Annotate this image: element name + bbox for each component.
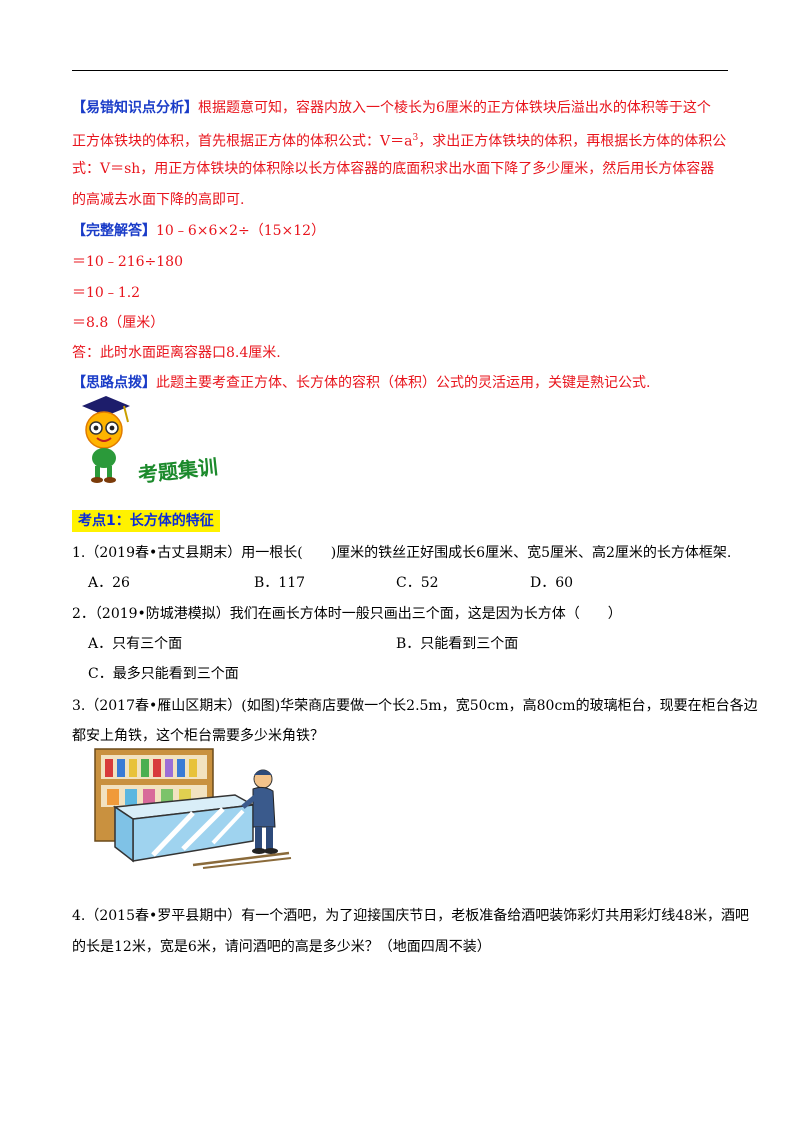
q2-option-a: A．只有三个面 bbox=[88, 636, 183, 652]
analysis-line-1: 【易错知识点分析】根据题意可知，容器内放入一个棱长为6厘米的正方体铁块后溢出水的… bbox=[72, 100, 711, 116]
analysis-line-3: 式：V＝sh，用正方体铁块的体积除以长方体容器的底面积求出水面下降了多少厘米，然… bbox=[72, 161, 715, 177]
q1-option-b: B．117 bbox=[254, 575, 306, 591]
section-title: 考点1：长方体的特征 bbox=[72, 510, 220, 532]
analysis-line-4: 的高减去水面下降的高即可. bbox=[72, 192, 245, 208]
solution-answer: 答：此时水面距离容器口8.4厘米. bbox=[72, 345, 281, 361]
solution-step-2: ＝10﹣216÷180 bbox=[72, 254, 183, 270]
hint-line: 【思路点拨】此题主要考查正方体、长方体的容积（体积）公式的灵活运用，关键是熟记公… bbox=[72, 375, 651, 391]
q1-option-a: A．26 bbox=[88, 575, 130, 591]
header-rule bbox=[72, 70, 728, 71]
solution-step-4: ＝8.8（厘米） bbox=[72, 315, 165, 331]
solution-step-3: ＝10﹣1.2 bbox=[72, 285, 141, 301]
analysis-line-2: 正方体铁块的体积，首先根据正方体的体积公式：V＝a3，求出正方体铁块的体积，再根… bbox=[72, 133, 727, 150]
q1-option-d: D．60 bbox=[530, 575, 574, 591]
q2-option-c: C．最多只能看到三个面 bbox=[88, 666, 239, 682]
question-3-line-1: 3.（2017春•雁山区期末）(如图)华荣商店要做一个长2.5m，宽50cm，高… bbox=[72, 698, 758, 714]
question-4-line-1: 4.（2015春•罗平县期中）有一个酒吧，为了迎接国庆节日，老板准备给酒吧装饰彩… bbox=[72, 908, 750, 924]
banner-title: 考题集训 bbox=[137, 455, 219, 487]
question-4-line-2: 的长是12米，宽是6米，请问酒吧的高是多少米？（地面四周不装） bbox=[72, 939, 491, 955]
question-1: 1.（2019春•古丈县期末）用一根长( )厘米的铁丝正好围成长6厘米、宽5厘米… bbox=[72, 545, 732, 561]
solution-line-1: 【完整解答】10﹣6×6×2÷（15×12） bbox=[72, 223, 326, 239]
mascot-banner-image: 考题集训 bbox=[82, 396, 219, 487]
solution-label: 【完整解答】 bbox=[72, 223, 156, 239]
question-3-line-2: 都安上角铁，这个柜台需要多少米角铁？ bbox=[72, 728, 324, 744]
glass-counter-illustration bbox=[94, 748, 292, 869]
q2-option-b: B．只能看到三个面 bbox=[396, 636, 519, 652]
question-2: 2．（2019•防城港模拟）我们在画长方体时一般只画出三个面，这是因为长方体（ … bbox=[72, 606, 622, 622]
q1-option-c: C．52 bbox=[396, 575, 439, 591]
hint-label: 【思路点拨】 bbox=[72, 375, 156, 391]
analysis-label: 【易错知识点分析】 bbox=[72, 100, 198, 116]
